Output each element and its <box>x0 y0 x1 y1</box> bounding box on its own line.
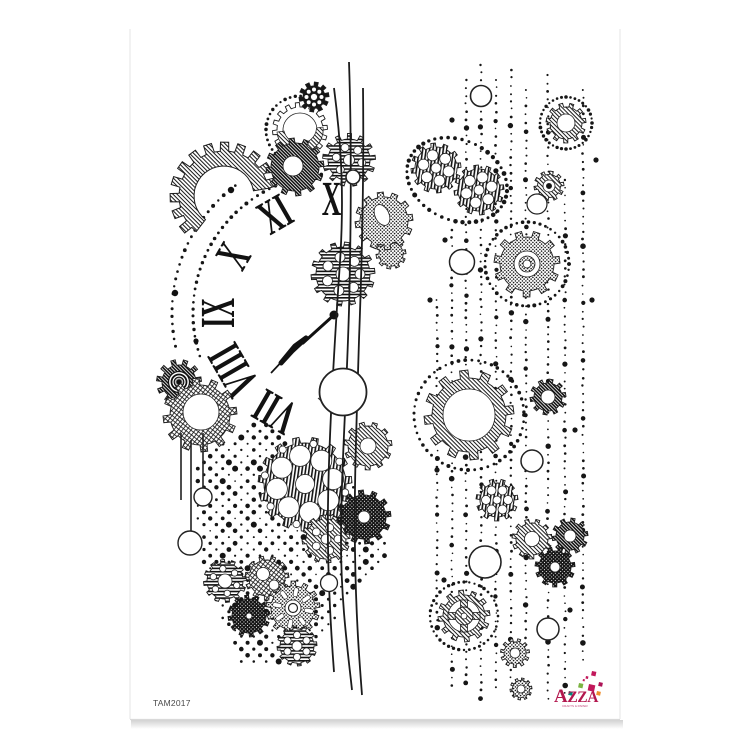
svg-text:TAM2017: TAM2017 <box>153 698 191 708</box>
svg-text:CRAFTS & PAPER: CRAFTS & PAPER <box>562 704 588 708</box>
svg-text:AZZA: AZZA <box>554 686 599 707</box>
